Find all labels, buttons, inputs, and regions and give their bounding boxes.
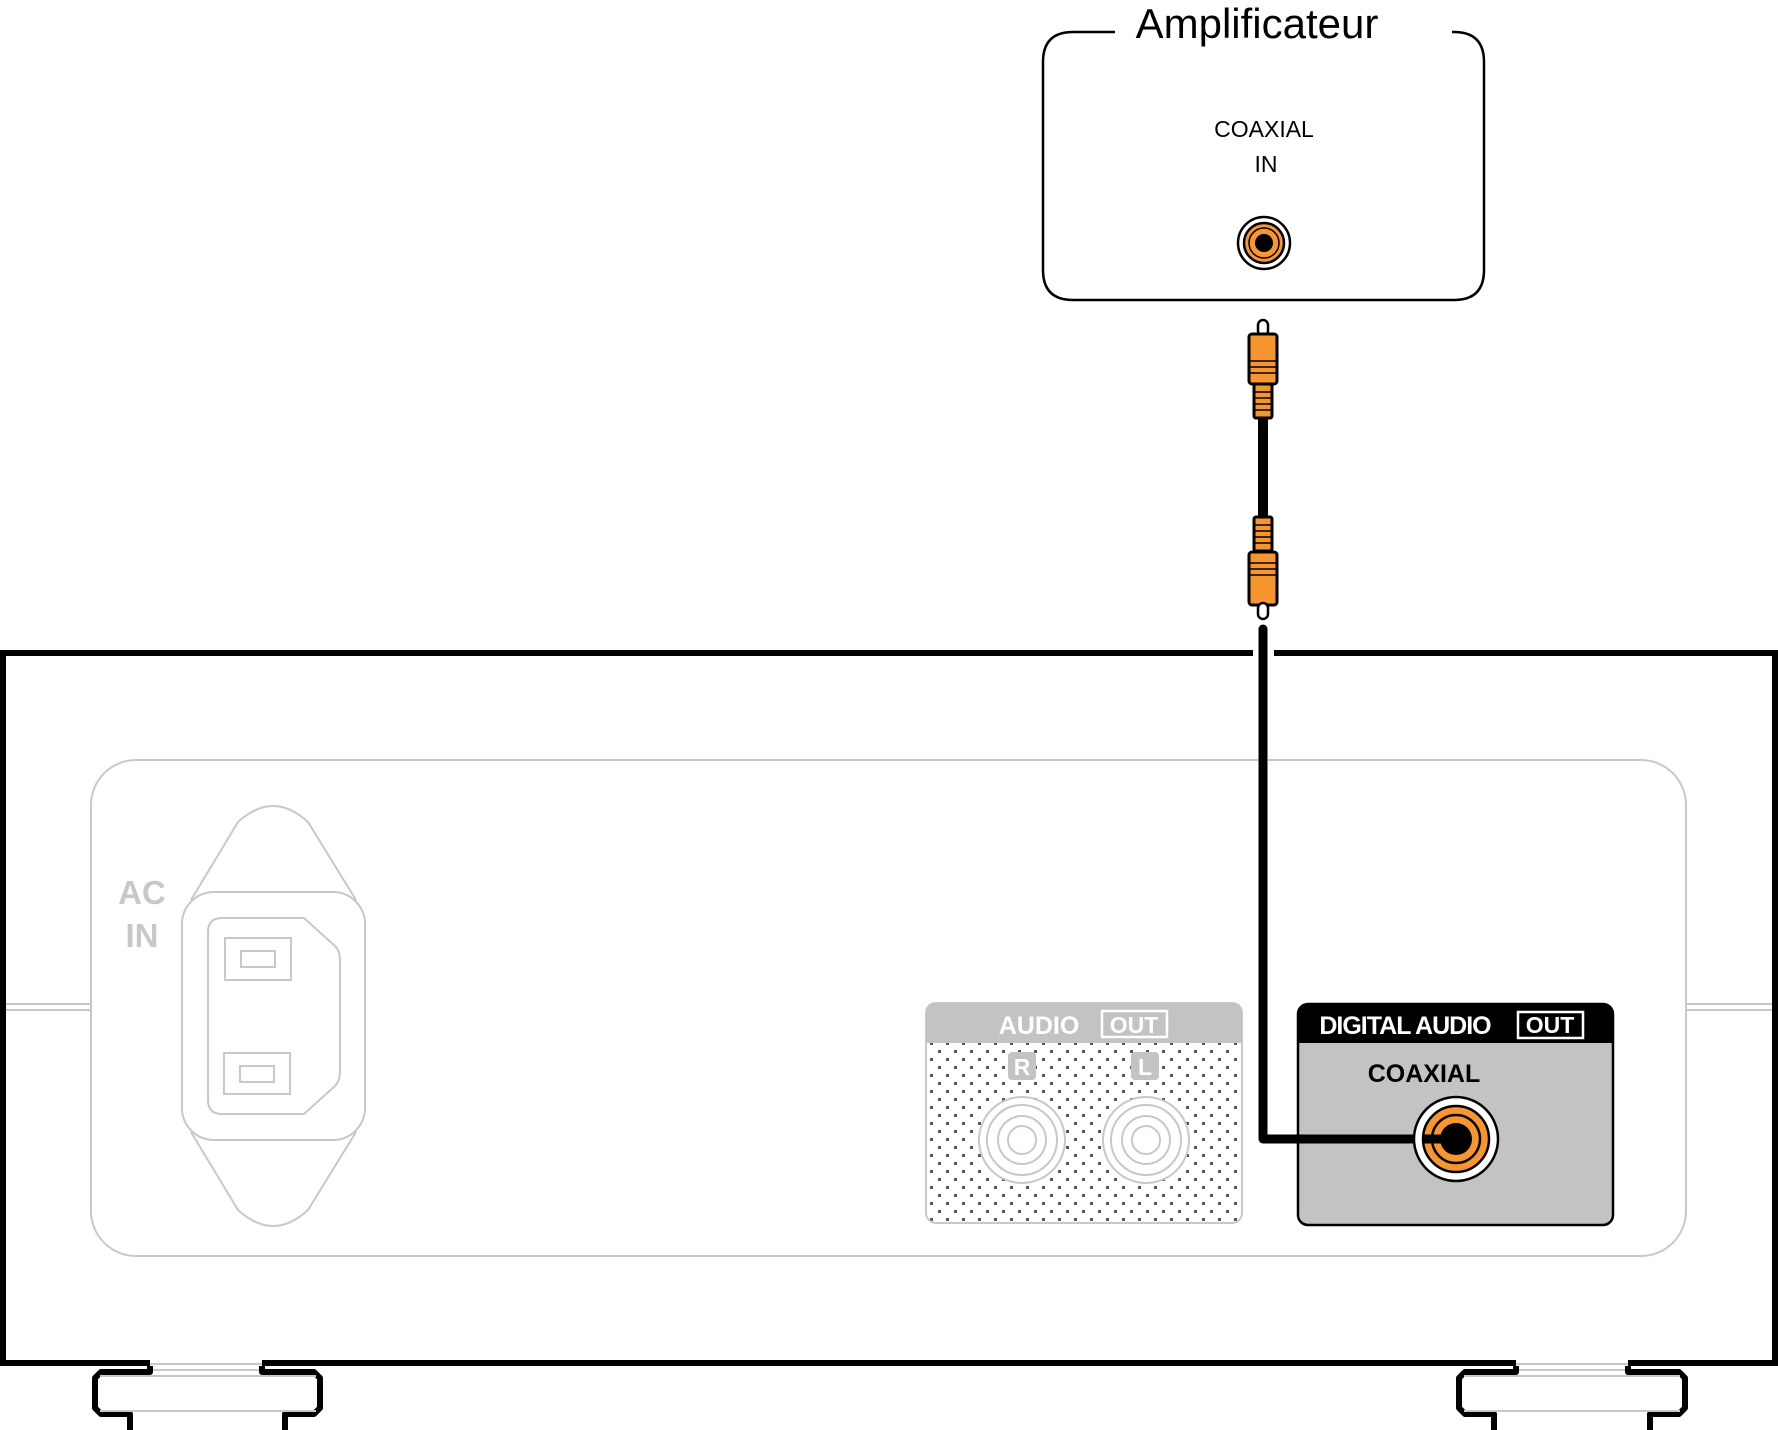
ac-slot-lower xyxy=(223,1052,291,1095)
amplifier-coaxial-in-jack[interactable] xyxy=(1236,215,1292,271)
chassis-seam-line xyxy=(6,1003,1772,1011)
digital-coaxial-label: COAXIAL xyxy=(1368,1060,1481,1088)
device-rear-panel: AC IN AUDIO OUT R L xyxy=(0,624,1778,1430)
audio-out-right-label: R xyxy=(1014,1054,1031,1080)
audio-out-left-jack[interactable] xyxy=(1102,1096,1190,1184)
left-foot xyxy=(92,1363,323,1430)
audio-out-left-label: L xyxy=(1138,1054,1152,1080)
amplifier-title: Amplificateur xyxy=(1136,0,1379,47)
amplifier-unit: Amplificateur COAXIAL IN xyxy=(1041,0,1486,302)
ac-power-inlet[interactable] xyxy=(181,805,366,1227)
digital-audio-out-badge-box xyxy=(1516,1010,1585,1040)
cable-wire xyxy=(1258,418,1268,518)
amplifier-in-label: IN xyxy=(1255,151,1278,177)
connector-panel xyxy=(90,759,1687,1257)
chassis-outline xyxy=(0,650,1778,1366)
audio-out-badge-box xyxy=(1100,1009,1169,1039)
cable-bottom-plug xyxy=(1247,515,1279,621)
amplifier-coaxial-label: COAXIAL xyxy=(1214,116,1314,142)
cable-top-plug xyxy=(1247,318,1279,420)
digital-coaxial-out-jack[interactable] xyxy=(1412,1095,1500,1183)
ac-slot-upper xyxy=(224,937,292,981)
ac-in-label-line1: AC xyxy=(118,874,166,911)
audio-out-badge: OUT xyxy=(1110,1012,1159,1038)
cable-route-to-jack xyxy=(1258,624,1445,1144)
audio-out-right-jack[interactable] xyxy=(978,1096,1066,1184)
right-foot xyxy=(1456,1363,1688,1430)
coaxial-cable xyxy=(1247,318,1279,621)
audio-out-header: AUDIO xyxy=(999,1012,1080,1040)
ac-in-label-line2: IN xyxy=(126,917,159,954)
digital-audio-out-badge: OUT xyxy=(1526,1012,1575,1038)
digital-audio-out-header: DIGITAL AUDIO xyxy=(1319,1012,1491,1040)
amplifier-box xyxy=(1041,30,1486,302)
audio-out-panel: AUDIO OUT R L xyxy=(925,1002,1243,1224)
